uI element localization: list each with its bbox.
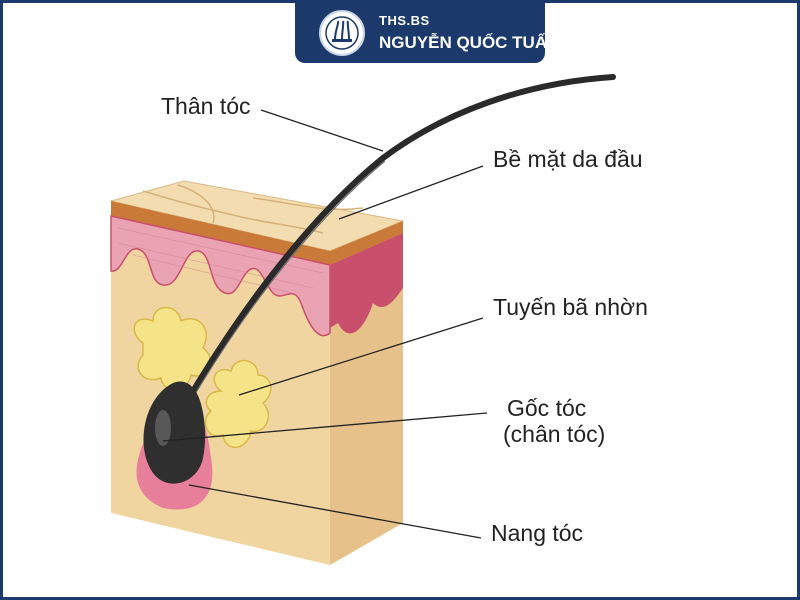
hair-shaft-highlight — [190, 160, 386, 402]
sebaceous-gland-left — [133, 306, 212, 391]
leader-lines — [162, 109, 488, 539]
label-hair-shaft: Thân tóc — [161, 93, 251, 119]
skin-top-crease-2 — [177, 184, 364, 224]
leader-hair-root — [162, 412, 488, 442]
leader-hair-shaft — [260, 109, 384, 152]
hair-follicle-logo-icon — [319, 10, 365, 56]
label-hair-root-line2: (chân tóc) — [503, 421, 606, 447]
hair-root-bulb — [143, 381, 206, 484]
banner-author-name: NGUYỄN QUỐC TUẤN — [379, 33, 560, 52]
leader-hair-follicle — [188, 484, 482, 539]
label-sebaceous-gland: Tuyến bã nhờn — [493, 294, 648, 320]
author-banner: THS.BS NGUYỄN QUỐC TUẤN — [295, 3, 559, 63]
skin-cross-section-diagram — [110, 74, 616, 565]
label-hair-follicle: Nang tóc — [491, 520, 584, 546]
label-hair-root: Gốc tóc (chân tóc) — [503, 395, 605, 447]
label-hair-root-line1: Gốc tóc — [507, 395, 587, 421]
skin-side-epidermis — [330, 221, 403, 265]
leader-scalp-surface — [338, 165, 484, 220]
hair-root-highlight — [155, 410, 171, 446]
skin-side-dermis — [330, 233, 403, 334]
leader-sebaceous-gland — [238, 317, 484, 396]
sebaceous-gland-right — [204, 359, 272, 448]
skin-top-crease — [142, 190, 324, 234]
logo-emblem-icon — [325, 16, 359, 50]
label-scalp-surface: Bề mặt da đầu — [493, 146, 643, 172]
hair-shaft — [183, 74, 616, 406]
skin-front-epidermis — [111, 201, 330, 265]
banner-title-prefix: THS.BS — [379, 13, 430, 28]
